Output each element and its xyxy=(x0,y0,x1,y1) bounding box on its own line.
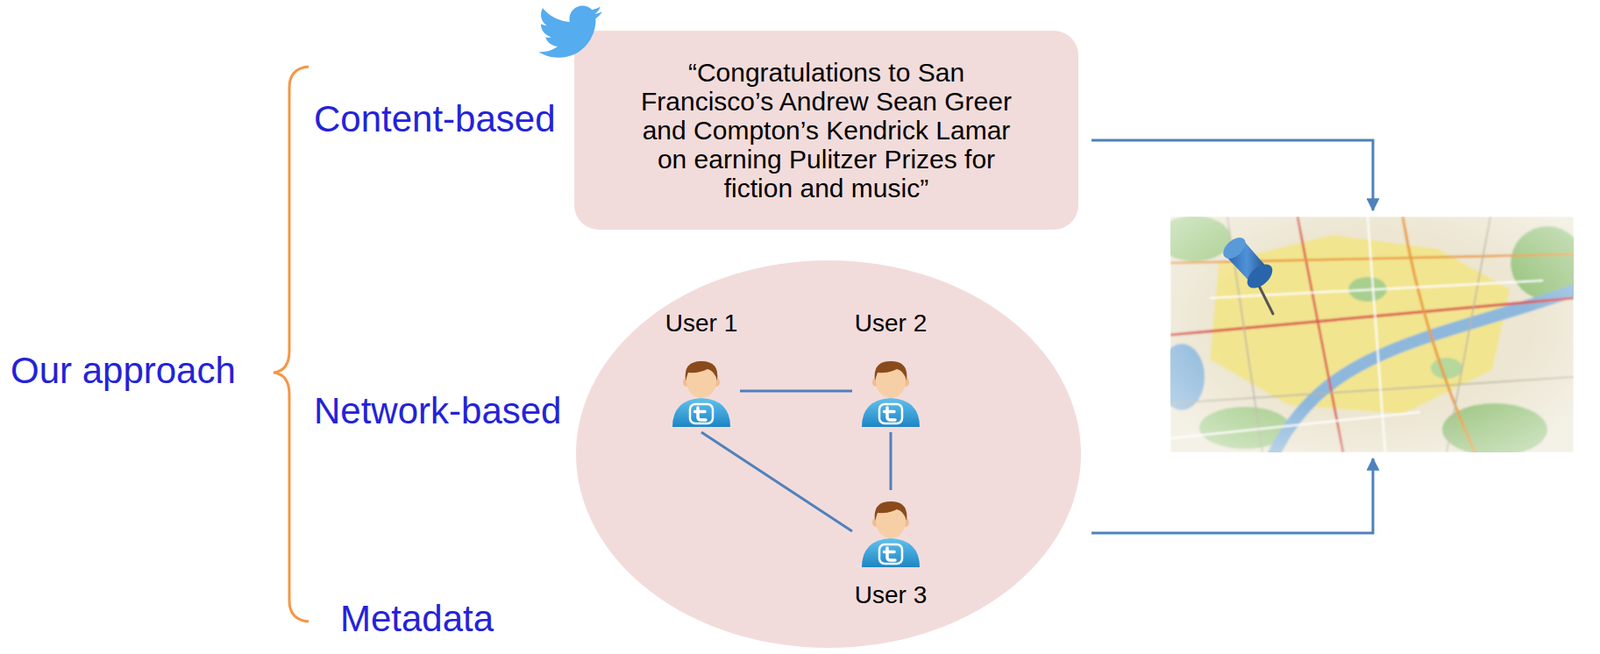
user-label: User 2 xyxy=(854,309,927,338)
map-photo xyxy=(1170,216,1574,453)
network-link xyxy=(739,390,853,393)
method-label: Network-based xyxy=(313,390,562,433)
user-icon xyxy=(668,355,735,427)
user-node: User 3 xyxy=(857,495,925,568)
push-pin xyxy=(1219,233,1277,314)
network-link xyxy=(701,432,853,532)
flow-arrow xyxy=(1091,458,1373,534)
method-label: Metadata xyxy=(340,597,494,640)
user-icon xyxy=(857,495,925,568)
user-node: User 1 xyxy=(668,355,735,427)
user-label: User 3 xyxy=(854,581,927,610)
group-label: Our approach xyxy=(10,349,236,392)
user-icon xyxy=(857,355,925,427)
network-ellipse xyxy=(576,260,1081,648)
network-link xyxy=(889,432,893,491)
user-node: User 2 xyxy=(857,355,925,427)
flow-arrow xyxy=(1091,140,1373,211)
method-label: Content-based xyxy=(313,98,556,141)
twitter-bird xyxy=(535,3,604,62)
user-label: User 1 xyxy=(665,309,738,338)
tweet-box: “Congratulations to San Francisco’s Andr… xyxy=(574,30,1079,230)
tweet-text: “Congratulations to San Francisco’s Andr… xyxy=(633,57,1020,203)
curly-bracket xyxy=(273,66,309,622)
